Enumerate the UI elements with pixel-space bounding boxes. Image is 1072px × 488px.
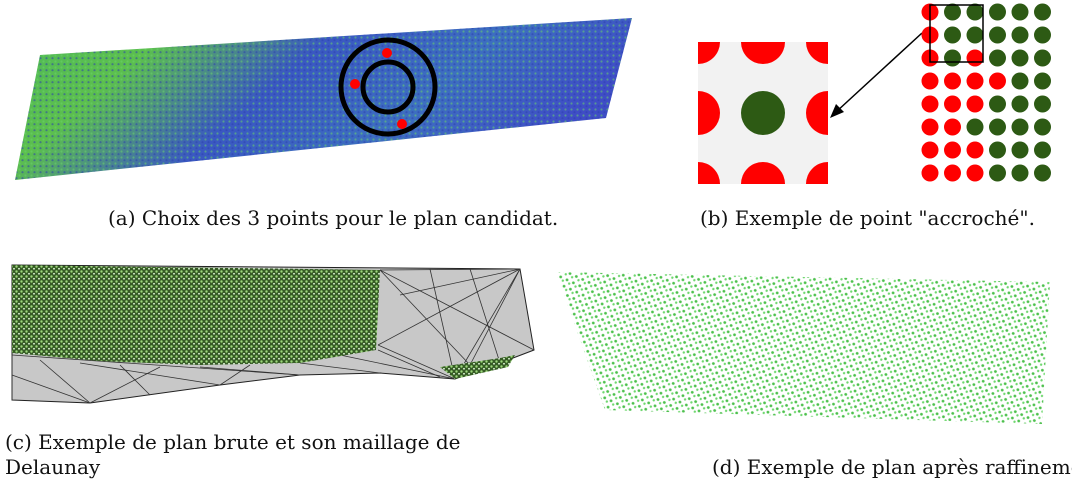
panel-b-figure bbox=[698, 3, 1051, 184]
grid-dot-dark-green bbox=[1011, 72, 1029, 90]
grid-dot-dark-green bbox=[1034, 72, 1051, 90]
panel-d-refined bbox=[556, 272, 1050, 424]
grid-dot-dark-green bbox=[989, 164, 1006, 182]
zoom-red-dot bbox=[741, 42, 785, 64]
grid-dot-dark-green bbox=[944, 49, 961, 67]
zoom-view bbox=[698, 42, 828, 184]
grid-dot-red bbox=[966, 141, 984, 159]
grid-dot-dark-green bbox=[989, 141, 1006, 159]
zoom-red-dot bbox=[806, 162, 828, 184]
grid-dot-red bbox=[921, 164, 939, 182]
grid-dot-dark-green bbox=[989, 3, 1006, 21]
caption-a: (a) Choix des 3 points pour le plan cand… bbox=[108, 206, 559, 230]
grid-dot-dark-green bbox=[966, 3, 984, 21]
grid-dot-dark-green bbox=[1034, 118, 1051, 136]
grid-dot-red bbox=[966, 164, 984, 182]
caption-c-line1: (c) Exemple de plan brute et son maillag… bbox=[5, 430, 461, 454]
grid-dot-red bbox=[966, 95, 984, 113]
grid-dot-dark-green bbox=[944, 26, 961, 44]
grid-dot-red bbox=[966, 49, 984, 67]
candidate-point-2 bbox=[350, 79, 360, 89]
grid-dot-red bbox=[921, 141, 939, 159]
caption-d: (d) Exemple de plan après raffinement bbox=[712, 455, 1072, 479]
grid-dot-red bbox=[944, 141, 961, 159]
candidate-point-1 bbox=[382, 48, 392, 58]
candidate-point-3 bbox=[397, 119, 407, 129]
grid-dot-dark-green bbox=[1011, 49, 1029, 67]
panel-d bbox=[550, 262, 1072, 432]
grid-dot-dark-green bbox=[966, 118, 984, 136]
grid-dot-dark-green bbox=[989, 118, 1006, 136]
grid-dot-dark-green bbox=[944, 3, 961, 21]
panel-c-mesh bbox=[11, 264, 535, 404]
grid-dot-dark-green bbox=[1034, 49, 1051, 67]
grid-dot-dark-green bbox=[1011, 164, 1029, 182]
grid-dot-red bbox=[944, 164, 961, 182]
plane-points-region bbox=[12, 265, 380, 365]
panel-a-pointcloud bbox=[15, 18, 632, 180]
outer-circle bbox=[338, 37, 438, 137]
grid-dot-dark-green bbox=[1034, 95, 1051, 113]
grid-dot-red bbox=[921, 72, 939, 90]
grid-dot-red bbox=[944, 95, 961, 113]
caption-b: (b) Exemple de point "accroché". bbox=[700, 206, 1035, 230]
grid-dot-dark-green bbox=[1034, 3, 1051, 21]
grid-dot-dark-green bbox=[1034, 26, 1051, 44]
zoom-red-dot bbox=[741, 162, 785, 184]
selection-box bbox=[929, 4, 984, 63]
panel-b bbox=[690, 0, 1072, 200]
grid-dot-dark-green bbox=[1011, 141, 1029, 159]
mesh-edges bbox=[11, 268, 535, 404]
zoom-red-dot bbox=[698, 42, 720, 64]
panel-a bbox=[0, 0, 650, 200]
grid-dot-dark-green bbox=[1011, 118, 1029, 136]
grid-dot-red bbox=[944, 118, 961, 136]
inner-circle bbox=[360, 59, 416, 115]
grid-dot-dark-green bbox=[989, 49, 1006, 67]
grid-dot-dark-green bbox=[1011, 26, 1029, 44]
grid-dot-red bbox=[921, 95, 939, 113]
grid-dot-red bbox=[989, 72, 1006, 90]
grid-dot-red bbox=[966, 72, 984, 90]
grid-dot-dark-green bbox=[989, 95, 1006, 113]
zoom-arrow-head bbox=[830, 104, 844, 118]
zoom-red-dot bbox=[806, 91, 828, 135]
zoom-red-dot bbox=[806, 42, 828, 64]
plane-points-small-region bbox=[440, 355, 515, 379]
plane-point-texture bbox=[15, 18, 632, 180]
grid-dot-red bbox=[921, 118, 939, 136]
caption-c-line2: Delaunay bbox=[5, 455, 101, 479]
zoom-hooked-point bbox=[741, 91, 785, 135]
zoom-red-dot bbox=[698, 162, 720, 184]
dot-grid bbox=[921, 3, 1051, 182]
grid-dot-dark-green bbox=[1034, 164, 1051, 182]
grid-dot-dark-green bbox=[1034, 141, 1051, 159]
zoom-red-dot bbox=[698, 91, 720, 135]
grid-dot-dark-green bbox=[1011, 95, 1029, 113]
grid-dot-red bbox=[944, 72, 961, 90]
grid-dot-dark-green bbox=[1011, 3, 1029, 21]
grid-dot-dark-green bbox=[989, 26, 1006, 44]
panel-c bbox=[0, 255, 545, 415]
zoom-arrow bbox=[835, 32, 923, 113]
refined-plane-points bbox=[556, 272, 1050, 424]
grid-dot-dark-green bbox=[966, 26, 984, 44]
